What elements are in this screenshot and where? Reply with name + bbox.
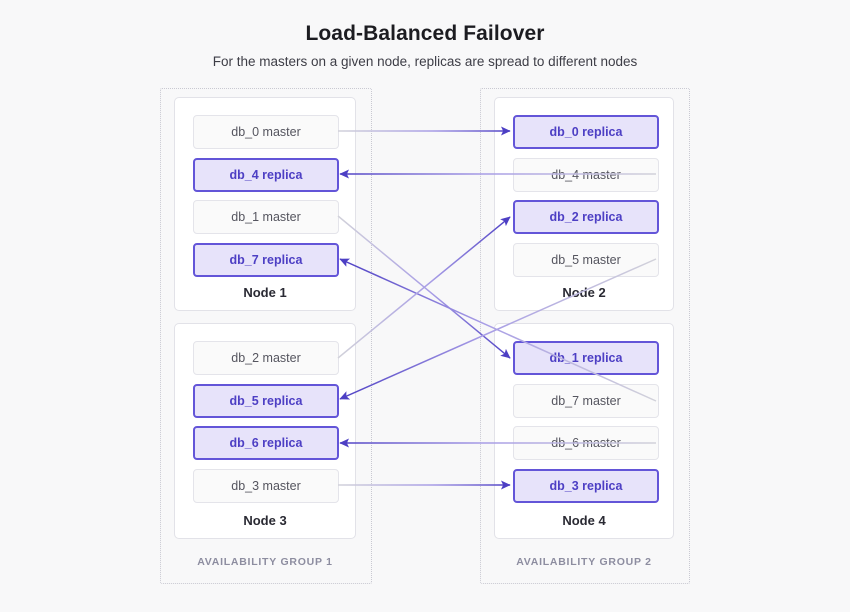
page-title: Load-Balanced Failover [305,22,545,45]
db-box-node-3-1[interactable]: db_5 replica [193,384,339,418]
node-card-node-3: db_2 master db_5 replica db_6 replica db… [174,323,356,539]
db-box-node-4-2[interactable]: db_6 master [513,426,659,460]
node-label-node-1: Node 1 [243,285,287,300]
node-label-node-3: Node 3 [243,513,287,528]
availability-group-1-label: AVAILABILITY GROUP 1 [197,556,333,568]
db-box-label: db_4 replica [229,168,303,182]
db-box-label: db_7 replica [229,253,303,267]
db-box-label: db_5 master [551,253,621,267]
db-box-label: db_3 master [231,479,301,493]
db-box-node-1-0[interactable]: db_0 master [193,115,339,149]
db-box-node-2-0[interactable]: db_0 replica [513,115,659,149]
db-box-label: db_1 master [231,210,301,224]
node-card-node-4: db_1 replica db_7 master db_6 master db_… [494,323,674,539]
db-box-label: db_7 master [551,394,621,408]
node-label-node-4: Node 4 [562,513,606,528]
db-box-node-4-1[interactable]: db_7 master [513,384,659,418]
availability-group-2-label: AVAILABILITY GROUP 2 [516,556,652,568]
page-subtitle: For the masters on a given node, replica… [212,54,638,69]
db-box-node-4-0[interactable]: db_1 replica [513,341,659,375]
db-box-label: db_6 master [551,436,621,450]
db-box-label: db_0 master [231,125,301,139]
db-box-node-3-2[interactable]: db_6 replica [193,426,339,460]
db-box-node-2-1[interactable]: db_4 master [513,158,659,192]
db-box-label: db_2 replica [549,210,623,224]
db-box-node-3-0[interactable]: db_2 master [193,341,339,375]
db-box-label: db_3 replica [549,479,623,493]
db-box-label: db_6 replica [229,436,303,450]
db-box-label: db_4 master [551,168,621,182]
db-box-node-4-3[interactable]: db_3 replica [513,469,659,503]
db-box-label: db_0 replica [549,125,623,139]
node-card-node-1: db_0 master db_4 replica db_1 master db_… [174,97,356,311]
db-box-node-2-2[interactable]: db_2 replica [513,200,659,234]
db-box-node-2-3[interactable]: db_5 master [513,243,659,277]
db-box-node-3-3[interactable]: db_3 master [193,469,339,503]
node-card-node-2: db_0 replica db_4 master db_2 replica db… [494,97,674,311]
db-box-node-1-2[interactable]: db_1 master [193,200,339,234]
db-box-label: db_2 master [231,351,301,365]
db-box-label: db_5 replica [229,394,303,408]
db-box-node-1-1[interactable]: db_4 replica [193,158,339,192]
db-box-label: db_1 replica [549,351,623,365]
node-label-node-2: Node 2 [562,285,606,300]
db-box-node-1-3[interactable]: db_7 replica [193,243,339,277]
